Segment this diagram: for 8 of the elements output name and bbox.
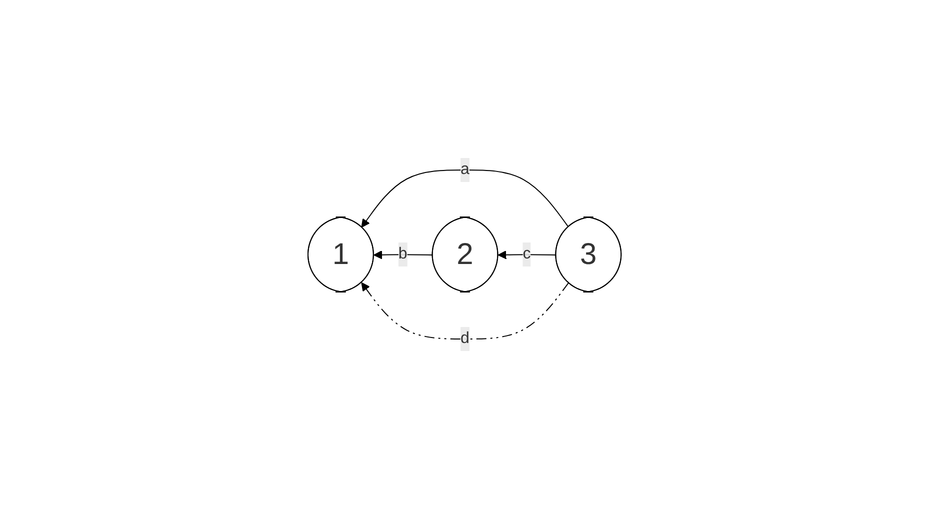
edge-label: a <box>461 160 470 178</box>
edge-label: c <box>523 244 532 262</box>
arrow <box>362 169 570 228</box>
arrow <box>374 250 434 259</box>
arrow <box>362 282 570 339</box>
edge-label: b <box>398 244 408 262</box>
arrow <box>498 250 558 259</box>
edge-label: d <box>461 329 470 346</box>
